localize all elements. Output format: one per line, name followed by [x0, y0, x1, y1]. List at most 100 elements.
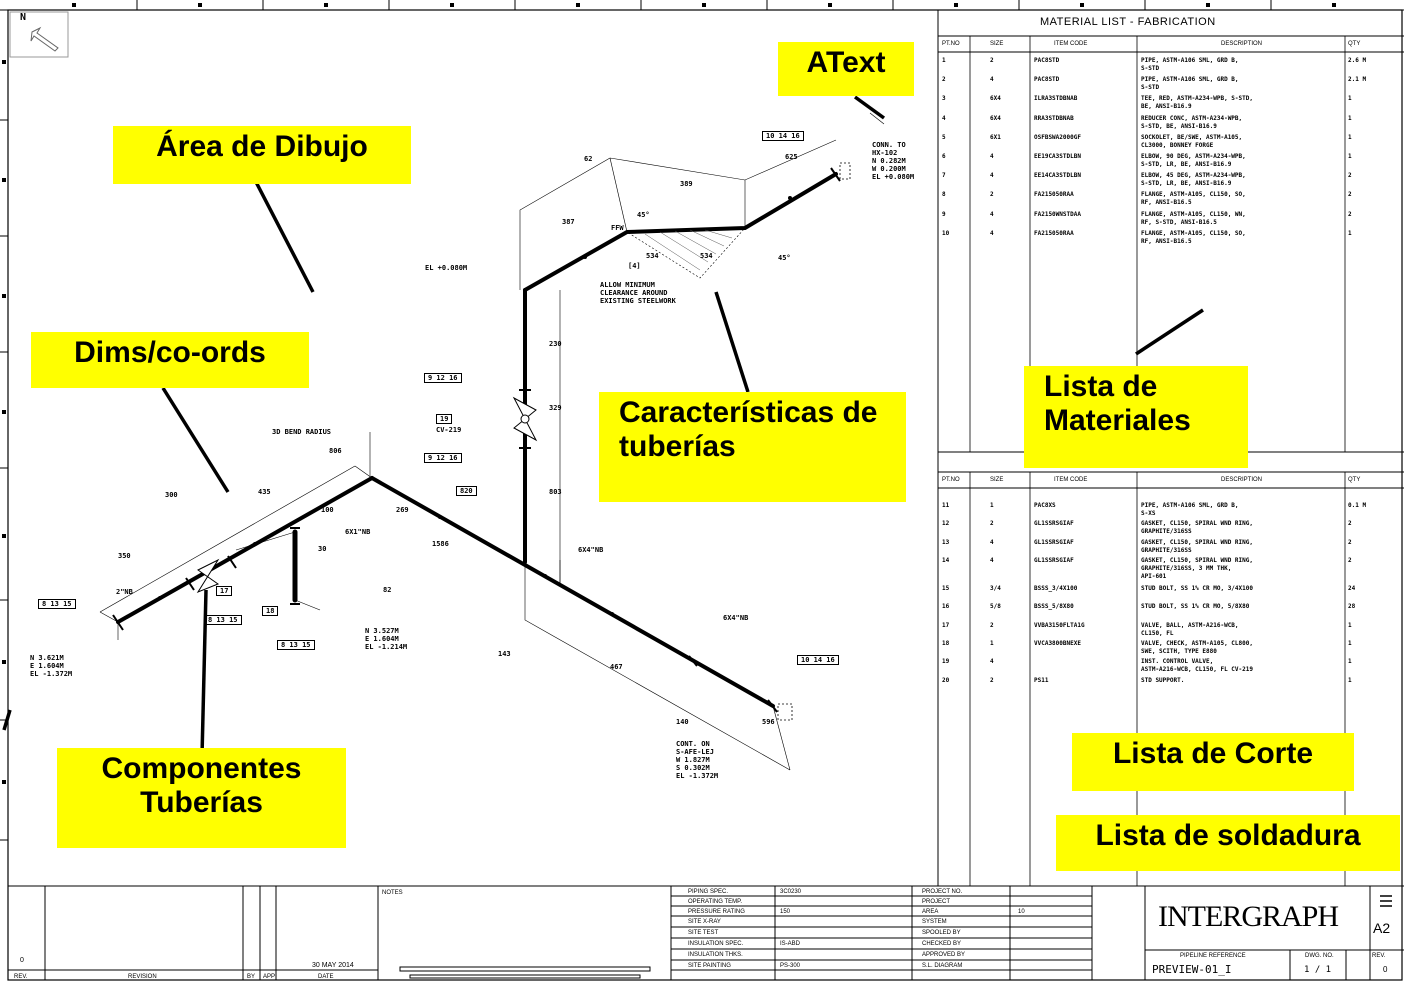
dim-140: 140	[676, 718, 689, 726]
table-cell: BSSS_5/8X80	[1034, 603, 1074, 611]
table-cell: 2	[1348, 557, 1352, 565]
table-cell: 11	[942, 502, 950, 509]
callout-area-dibujo: Área de Dibujo	[113, 126, 411, 184]
table-cell: 4	[990, 210, 994, 218]
table-cell: 19	[942, 658, 950, 666]
title-field-label: SITE X-RAY	[688, 919, 721, 925]
title-field-value: 10	[1018, 909, 1025, 915]
end-connection-bottom	[777, 703, 793, 721]
table-cell: 15	[942, 584, 950, 592]
table-cell: PIPE, ASTM-A106 SML, GRD B, S-STD	[1141, 76, 1239, 92]
table-header-cell: DESCRIPTION	[1221, 477, 1263, 483]
table-cell: 1	[1348, 640, 1352, 647]
table-cell: 2	[990, 520, 994, 528]
table-header-cell: QTY	[1348, 41, 1361, 47]
table-cell: 2	[990, 191, 994, 199]
cont-note: CONT. ON S-AFE-LEJ W 1.827M S 0.302M EL …	[676, 740, 719, 780]
piping-ref-label: PIPELINE REFERENCE	[1180, 953, 1246, 959]
rev-number: 0	[20, 957, 24, 964]
table-cell: 18	[942, 640, 950, 647]
table-cell: 1	[942, 57, 946, 64]
box-9-12-16-b: 9 12 16	[424, 453, 462, 463]
table-cell: 4	[942, 114, 946, 122]
table-cell: 24	[1348, 584, 1356, 592]
table-cell: 1	[990, 502, 994, 509]
table-cell: VVCA3800BNEXE	[1034, 640, 1081, 647]
callout-caracteristicas: Características de tuberías	[599, 392, 906, 502]
table-header-cell: ITEM CODE	[1054, 477, 1088, 483]
table-cell: OSFBSWA2000GF	[1034, 133, 1081, 141]
callout-lista-soldadura: Lista de soldadura	[1056, 815, 1400, 871]
date-col-label: DATE	[318, 974, 334, 980]
table-header-cell: SIZE	[990, 41, 1004, 47]
table-cell: 2	[990, 621, 994, 629]
sheet-size-icon	[1380, 895, 1392, 907]
table-cell: 3	[942, 95, 946, 103]
table-cell: 28	[1348, 603, 1356, 611]
table-cell: 4	[990, 557, 994, 565]
dim-100: 100	[321, 506, 334, 514]
box-17: 17	[216, 586, 233, 596]
clearance-note: ALLOW MINIMUM CLEARANCE AROUND EXISTING …	[600, 281, 676, 305]
rev-short-label: REV.	[1372, 953, 1386, 959]
weld-points	[158, 196, 792, 616]
callout-atext: AText	[778, 42, 914, 96]
table-cell: VALVE, CHECK, ASTM-A105, CL800, SWE, SCI…	[1141, 640, 1253, 655]
tag-6x4-a: 6X4"NB	[578, 546, 604, 554]
dim-82: 82	[383, 586, 392, 594]
valve-ball	[196, 558, 220, 594]
title-field-label: PROJECT NO.	[922, 889, 963, 895]
table-header-cell: SIZE	[990, 477, 1004, 483]
table-cell: STD SUPPORT.	[1141, 676, 1185, 684]
table-cell: 1	[990, 640, 994, 647]
dim-534a: 534	[646, 252, 659, 260]
pipe-run-left	[116, 476, 374, 624]
table-cell: FLANGE, ASTM-A105, CL150, WN, RF, S-STD,…	[1141, 210, 1246, 226]
table-cell: 1	[1348, 676, 1352, 684]
title-field-value: 150	[780, 909, 791, 915]
table-cell: 3/4	[990, 584, 1001, 592]
table-cell: ILRA3STDBNAB	[1034, 95, 1078, 103]
table-cell: STUD BOLT, SS 1% CR MO, 5/8X80	[1141, 603, 1250, 611]
table-cell: SOCKOLET, BE/SWE, ASTM-A105, CL3000, BON…	[1141, 133, 1243, 149]
table-cell: 8	[942, 191, 946, 199]
title-field-value: 3C0230	[780, 889, 802, 895]
table-cell: 2.6 M	[1348, 57, 1367, 64]
title-field-label: PROJECT	[922, 899, 951, 905]
title-field-label: SITE PAINTING	[688, 963, 731, 969]
bend-radius-note: 3D BEND RADIUS	[272, 428, 332, 436]
title-field-label: AREA	[922, 909, 939, 915]
table-cell: 16	[942, 603, 950, 611]
table-cell: 13	[942, 538, 950, 546]
table-cell: 14	[942, 557, 950, 565]
box-8-13-15-b: 8 13 15	[204, 615, 242, 625]
table-cell: 6X4	[990, 114, 1001, 122]
table-cell: 5	[942, 133, 946, 141]
callout-componentes: Componentes Tuberías	[57, 748, 346, 848]
table-cell: 4	[990, 153, 994, 160]
table-cell: ELBOW, 45 DEG, ASTM-A234-WPB, S-STD, LR,…	[1141, 172, 1246, 188]
dim-350: 350	[118, 552, 131, 560]
table-cell: RRA3STDBNAB	[1034, 114, 1074, 122]
table-cell: 4	[990, 229, 994, 237]
sheet-size: A2	[1373, 920, 1391, 936]
table-cell: FA2150WNSTDAA	[1034, 210, 1081, 218]
title-field-value: PS-300	[780, 963, 801, 969]
table-cell: 1	[1348, 658, 1352, 666]
rev-short: 0	[1383, 965, 1388, 974]
table-header-cell: DESCRIPTION	[1221, 41, 1263, 47]
title-field-label: INSULATION THKS.	[688, 952, 743, 958]
table-cell: PIPE, ASTM-A106 SML, GRD B, S-XS	[1141, 502, 1239, 517]
dim-596: 596	[762, 718, 775, 726]
angle-45-b: 45°	[778, 254, 791, 262]
intergraph-logo: INTERGRAPH	[1158, 900, 1339, 933]
dwg-no: 1 / 1	[1304, 965, 1332, 975]
dim-230: 230	[549, 340, 562, 348]
table-header-cell: QTY	[1348, 477, 1361, 483]
dim-329: 329	[549, 404, 562, 412]
table-cell: 0.1 M	[1348, 502, 1367, 509]
table-cell: STUD BOLT, SS 1% CR MO, 3/4X100	[1141, 584, 1253, 592]
box-10-14-16: 10 14 16	[797, 655, 839, 665]
title-block-lines	[8, 885, 1404, 980]
